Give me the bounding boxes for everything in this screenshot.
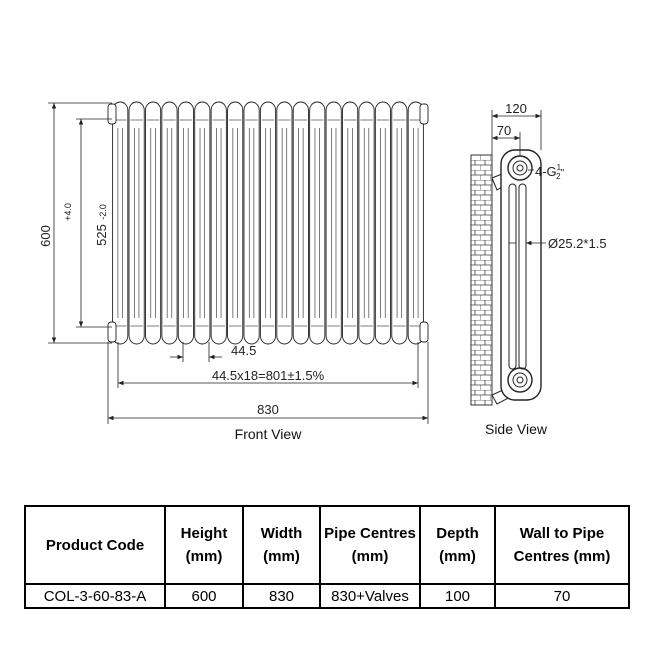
header-depth: Depth (mm)	[419, 505, 496, 585]
cell-depth: 100	[419, 583, 496, 609]
pitch-dimension	[170, 342, 222, 362]
header-height: Height (mm)	[164, 505, 244, 585]
cell-width: 830	[242, 583, 321, 609]
cell-pipe-centres: 830+Valves	[319, 583, 421, 609]
radiator-column	[374, 101, 392, 345]
tube-slot-2	[518, 183, 527, 370]
header-pipe-centres: Pipe Centres (mm)	[319, 505, 421, 585]
depth-dimension	[491, 110, 542, 155]
radiator-column	[292, 101, 309, 345]
radiator-column	[227, 101, 244, 345]
pitch-label: 44.5	[231, 343, 256, 358]
front-view: 600 525 +4.0 -2.0 44.5 44.5x18=801±1.5%	[38, 101, 429, 442]
depth-label: 120	[505, 101, 527, 116]
end-cap	[107, 321, 117, 343]
radiator-column	[243, 101, 260, 345]
radiator-column	[276, 101, 293, 345]
tolerance-upper: +4.0	[63, 203, 73, 221]
table-header-row: Product Code Height (mm) Width (mm) Pipe…	[24, 505, 630, 585]
width-label: 830	[257, 402, 279, 417]
radiator-column	[325, 101, 342, 345]
radiator-column	[358, 101, 375, 345]
radiator-column	[342, 101, 359, 345]
thread-base: 4-G	[535, 164, 557, 179]
bottom-connection	[507, 367, 533, 393]
radiator-column	[407, 101, 424, 345]
cell-product-code: COL-3-60-83-A	[24, 583, 166, 609]
span-dimension	[117, 342, 419, 388]
radiator-column	[161, 101, 178, 345]
radiator-column	[210, 101, 227, 345]
wall-brickwork	[470, 154, 493, 406]
width-dimension	[107, 342, 429, 424]
column-profile	[500, 149, 542, 401]
end-cap	[107, 103, 117, 125]
thread-fraction-denominator: 2	[556, 172, 561, 181]
thread-fraction-numerator: 1	[557, 163, 562, 172]
span-label: 44.5x18=801±1.5%	[212, 368, 325, 383]
front-view-caption: Front View	[235, 426, 303, 442]
table-row: COL-3-60-83-A 600 830 830+Valves 100 70	[24, 583, 630, 609]
radiator-column	[112, 101, 129, 345]
radiator-column	[194, 101, 211, 345]
header-width: Width (mm)	[242, 505, 321, 585]
radiator-column	[391, 101, 408, 345]
radiator-column	[259, 101, 277, 345]
height-label: 600	[38, 225, 53, 247]
height-dimension	[48, 102, 112, 344]
cell-wall-to-pipe-centres: 70	[494, 583, 630, 609]
wall-distance-dimension	[492, 132, 521, 156]
thread-suffix: "	[561, 168, 565, 179]
cell-height: 600	[164, 583, 244, 609]
radiator-column	[128, 101, 145, 345]
pipe-centres-dimension	[76, 118, 112, 328]
end-cap	[419, 103, 429, 125]
spec-table: Product Code Height (mm) Width (mm) Pipe…	[24, 505, 630, 609]
end-cap	[419, 321, 429, 343]
radiator-column	[177, 101, 194, 345]
radiator-column	[144, 101, 162, 345]
radiator-columns	[107, 101, 429, 345]
wall-distance-label: 70	[497, 123, 511, 138]
tube-label: Ø25.2*1.5	[548, 236, 607, 251]
tube-slot-1	[508, 183, 517, 370]
header-wall-to-pipe-centres: Wall to Pipe Centres (mm)	[494, 505, 630, 585]
tolerance-lower: -2.0	[98, 204, 108, 220]
technical-drawing: 600 525 +4.0 -2.0 44.5 44.5x18=801±1.5%	[38, 101, 607, 442]
radiator-column	[309, 101, 326, 345]
header-product-code: Product Code	[24, 505, 166, 585]
side-view-caption: Side View	[485, 421, 548, 437]
pipe-centres-label: 525	[94, 224, 109, 246]
